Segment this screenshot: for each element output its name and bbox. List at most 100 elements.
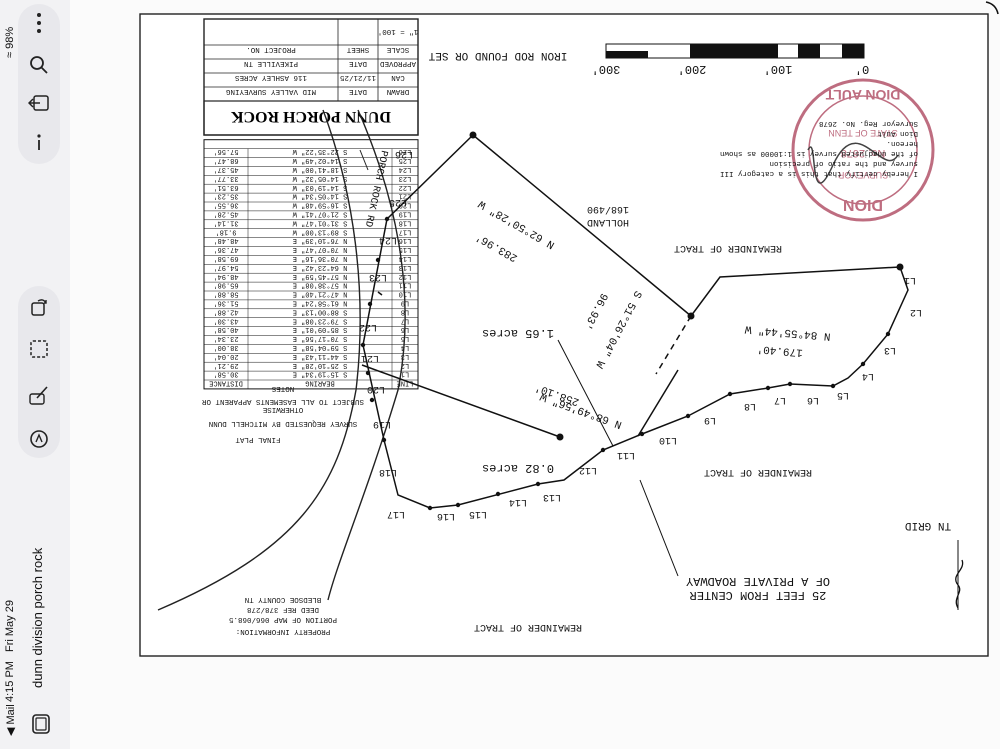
scale-bar: 0' 100' 200' 300': [592, 43, 869, 76]
line-table-cell: 35.23': [213, 192, 238, 200]
svg-text:survey and the ratio of precis: survey and the ratio of precision: [769, 159, 918, 167]
document-title[interactable]: dunn division porch rock: [30, 547, 45, 688]
scale-label-0: 0': [855, 62, 869, 76]
status-time: 4:15 PM: [4, 661, 16, 702]
line-table-cell: 45.37': [213, 165, 238, 173]
property-info-block: PROPERTY INFORMATION: PORTION OF MAP 066…: [228, 595, 337, 635]
line-table-cell: L4: [401, 343, 409, 351]
svg-text:of the unadjusted survey is 1:: of the unadjusted survey is 1:10000 as s…: [720, 149, 918, 157]
line-table-cell: S 85°09'01" E: [293, 325, 348, 334]
boundary-markers: [360, 131, 904, 511]
line-label-l23: L23: [369, 271, 387, 282]
line-table-cell: S 79°23'08" E: [293, 316, 348, 325]
scale-label-200: 200': [678, 62, 707, 76]
line-table-cell: L14: [399, 254, 412, 262]
line-table-cell: L18: [399, 218, 412, 226]
line-table-cell: L13: [399, 263, 412, 271]
firm-name: MID VALLEY SURVEYING: [225, 87, 316, 95]
line-table-cell: 51.36': [213, 299, 238, 307]
search-icon[interactable]: [24, 50, 54, 80]
line-table-cell: L2: [401, 361, 409, 369]
lot1-acreage: 1.65 acres: [482, 326, 554, 340]
line-label-l15: L15: [469, 508, 487, 519]
line-label-l18: L18: [379, 466, 397, 477]
share-icon[interactable]: [24, 88, 54, 118]
line-table-cell: S 89°13'00" W: [292, 227, 347, 236]
line-table-cell: L25: [399, 156, 412, 164]
wifi-icon: ≈: [4, 48, 16, 58]
line-label-l20: L20: [367, 383, 385, 394]
back-to-mail-link[interactable]: ◀ Mail: [5, 704, 17, 736]
line-table-cell: L21: [399, 192, 412, 200]
line-table-cell: 69.58': [213, 254, 238, 262]
seal-line2: SURVEYOR: [837, 170, 888, 180]
surveyor-signature: [807, 142, 899, 184]
holland-label: HOLLAND: [587, 216, 629, 227]
line-label-l10: L10: [659, 434, 677, 445]
drawn-label: DRAWN: [387, 87, 410, 95]
seal-name: DION: [843, 196, 883, 213]
seal-bottom: DION AULT: [825, 87, 900, 103]
date-value: 11/21/25: [340, 73, 377, 81]
line-table-cell: N 57°38'08" E: [293, 281, 348, 290]
line-table-cell: L15: [399, 245, 412, 253]
project-no-label: PROJECT NO.: [246, 45, 296, 53]
notes-block: NOTES SUBJECT TO ALL EASEMENTS APPARENT …: [201, 384, 364, 443]
scale-label-100: 100': [764, 62, 793, 76]
line-table-cell: 20.04': [213, 352, 238, 360]
svg-text:SUBJECT TO ALL EASEMENTS APPAR: SUBJECT TO ALL EASEMENTS APPARENT OR: [201, 397, 364, 405]
line-table-cell: L24: [399, 165, 412, 173]
line-table-cell: 9.18': [215, 227, 236, 235]
line-table-cell: N 70°07'47" E: [293, 245, 348, 254]
seal-number: No. 2678: [841, 147, 886, 159]
title-chevron-icon[interactable]: ›: [31, 549, 45, 553]
info-icon[interactable]: [24, 128, 54, 158]
plat-border: [139, 13, 989, 657]
firm-address: 116 ASHLEY ACRES: [234, 73, 307, 81]
svg-text:hereon.: hereon.: [886, 139, 918, 147]
annotate-circle-icon[interactable]: [24, 424, 54, 454]
line-table-header: DISTANCE: [209, 379, 243, 387]
svg-text:I hereby certify that this is: I hereby certify that this is a category…: [720, 169, 918, 177]
date-label: DATE: [349, 87, 368, 95]
line-table-cell: 23.34': [213, 334, 238, 342]
holland-ref: 168/490: [587, 203, 629, 215]
line-table-cell: 47.36': [213, 245, 238, 253]
status-date: Fri May 29: [4, 600, 16, 652]
line-table-cell: 42.88': [213, 307, 238, 315]
document-viewer[interactable]: DUNN PORCH ROCK DRAWN DATE MID VALLEY SU…: [70, 0, 1000, 749]
line-label-l26: L26: [395, 148, 413, 159]
line-table-cell: S 21°07'41" W: [292, 210, 347, 219]
svg-text:DEED REF 378/278: DEED REF 378/278: [247, 605, 319, 613]
line-table-cell: S 31°01'47" W: [292, 218, 347, 227]
line-labels: L1L2L3L4L5L6L7L8L9L10L11L12L13L14L15L16L…: [359, 148, 922, 521]
ellipsis-icon[interactable]: [24, 8, 54, 38]
line-label-l7: L7: [774, 394, 786, 405]
line-table-header: BEARING: [305, 379, 334, 387]
line-table-cell: S 14°02'49" W: [292, 156, 347, 165]
distance-east-leg: 179.40': [756, 342, 803, 358]
line-table-cell: N 76°10'39" E: [293, 236, 348, 245]
line-table-cell: 48.94': [213, 272, 238, 280]
line-table-cell: L1: [401, 370, 409, 378]
thumbnails-icon[interactable]: [26, 709, 56, 739]
markup-pen-icon[interactable]: [24, 380, 54, 410]
line-label-l14: L14: [509, 496, 527, 507]
crop-icon[interactable]: [24, 334, 54, 364]
svg-text:SURVEY REQUESTED BY MITCHELL D: SURVEY REQUESTED BY MITCHELL DUNN: [209, 419, 358, 427]
line-table-cell: 30.58': [213, 370, 238, 378]
rotate-icon[interactable]: [24, 292, 54, 322]
line-table-cell: N 57°45'59" E: [293, 272, 348, 281]
line-label-l21: L21: [361, 352, 379, 363]
line-label-l5: L5: [837, 389, 849, 400]
line-table-cell: 45.28': [213, 210, 238, 218]
line-table-cell: S 22°35'22" W: [292, 147, 347, 156]
line-table-cell: 43.30': [213, 316, 238, 324]
svg-text:Surveyor Reg. No. 2678: Surveyor Reg. No. 2678: [819, 119, 918, 127]
seal-state: STATE OF TENN: [828, 128, 898, 138]
line-table-cell: 33.77': [213, 174, 238, 182]
scale-value: 1" = 100': [378, 27, 419, 35]
line-table-cell: S 14°05'34" W: [292, 192, 347, 201]
battery-status: ≈ 98%: [4, 26, 16, 58]
